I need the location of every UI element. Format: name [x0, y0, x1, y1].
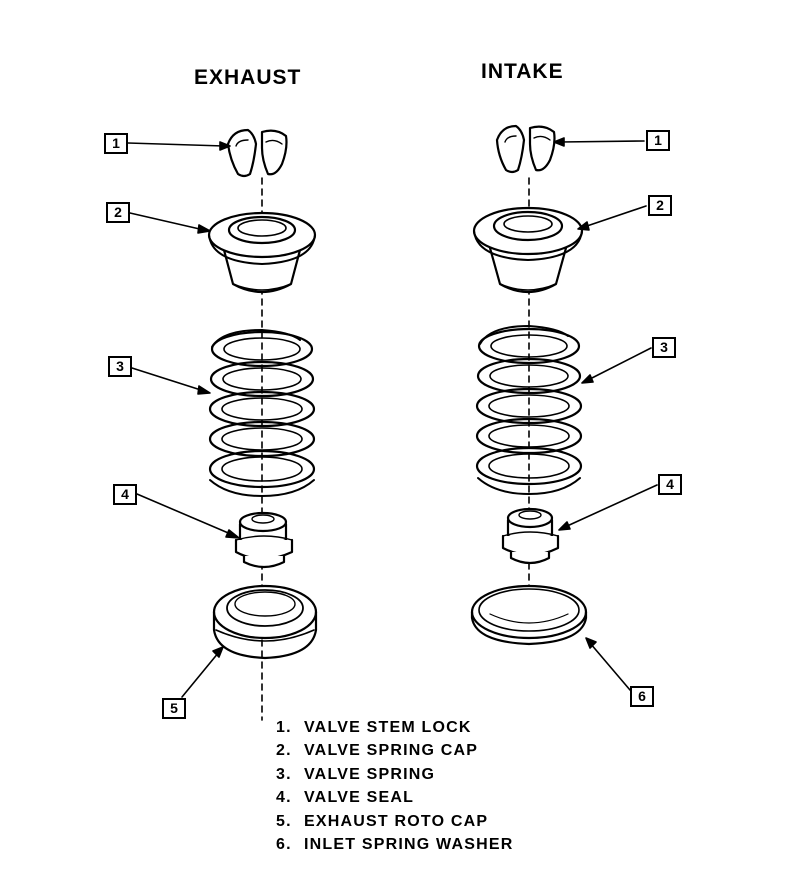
legend-number: 4. — [276, 789, 292, 807]
intake-assembly — [470, 124, 658, 691]
legend-label: VALVE SEAL — [304, 789, 415, 807]
legend-label: VALVE SPRING CAP — [304, 742, 479, 760]
exhaust-valve-seal — [234, 511, 294, 569]
legend-item: 6. INLET SPRING WASHER — [276, 833, 513, 856]
callout-exhaust-4: 4 — [113, 484, 137, 505]
legend-label: VALVE STEM LOCK — [304, 719, 472, 736]
legend-item: 1. VALVE STEM LOCK — [276, 716, 513, 739]
legend-label: VALVE SPRING — [304, 765, 436, 783]
intake-valve-spring-cap — [472, 206, 584, 294]
exhaust-valve-spring — [208, 329, 316, 497]
legend-item: 4. VALVE SEAL — [276, 786, 513, 809]
intake-heading: INTAKE — [481, 60, 564, 83]
legend-label: INLET SPRING WASHER — [304, 836, 514, 854]
callout-intake-6: 6 — [630, 686, 654, 707]
intake-valve-spring — [475, 325, 583, 495]
callout-intake-2: 2 — [648, 195, 672, 216]
exhaust-assembly — [127, 128, 318, 721]
exhaust-heading: EXHAUST — [194, 66, 302, 89]
legend-label: EXHAUST ROTO CAP — [304, 812, 489, 830]
callout-intake-1: 1 — [646, 130, 670, 151]
legend-number: 3. — [276, 765, 292, 783]
intake-inlet-spring-washer — [470, 584, 588, 646]
legend-number: 5. — [276, 812, 292, 830]
legend-number: 2. — [276, 742, 292, 760]
intake-valve-seal — [501, 507, 560, 565]
legend-number: 1. — [276, 719, 292, 736]
legend-item: 5. EXHAUST ROTO CAP — [276, 810, 513, 833]
callout-exhaust-5: 5 — [162, 698, 186, 719]
parts-legend: 1. VALVE STEM LOCK 2. VALVE SPRING CAP 3. V… — [276, 716, 513, 856]
callout-exhaust-2: 2 — [106, 202, 130, 223]
exhaust-roto-cap — [212, 584, 318, 660]
exhaust-valve-stem-lock — [226, 128, 288, 178]
callout-exhaust-3: 3 — [108, 356, 132, 377]
legend-item: 3. VALVE SPRING — [276, 763, 513, 786]
legend-item: 2. VALVE SPRING CAP — [276, 739, 513, 762]
exhaust-valve-spring-cap — [207, 211, 317, 294]
intake-valve-stem-lock — [495, 124, 556, 174]
exhaust-leader-lines — [127, 141, 240, 698]
callout-intake-4: 4 — [658, 474, 682, 495]
legend-number: 6. — [276, 836, 292, 854]
intake-leader-lines — [553, 137, 658, 691]
callout-exhaust-1: 1 — [104, 133, 128, 154]
callout-intake-3: 3 — [652, 337, 676, 358]
